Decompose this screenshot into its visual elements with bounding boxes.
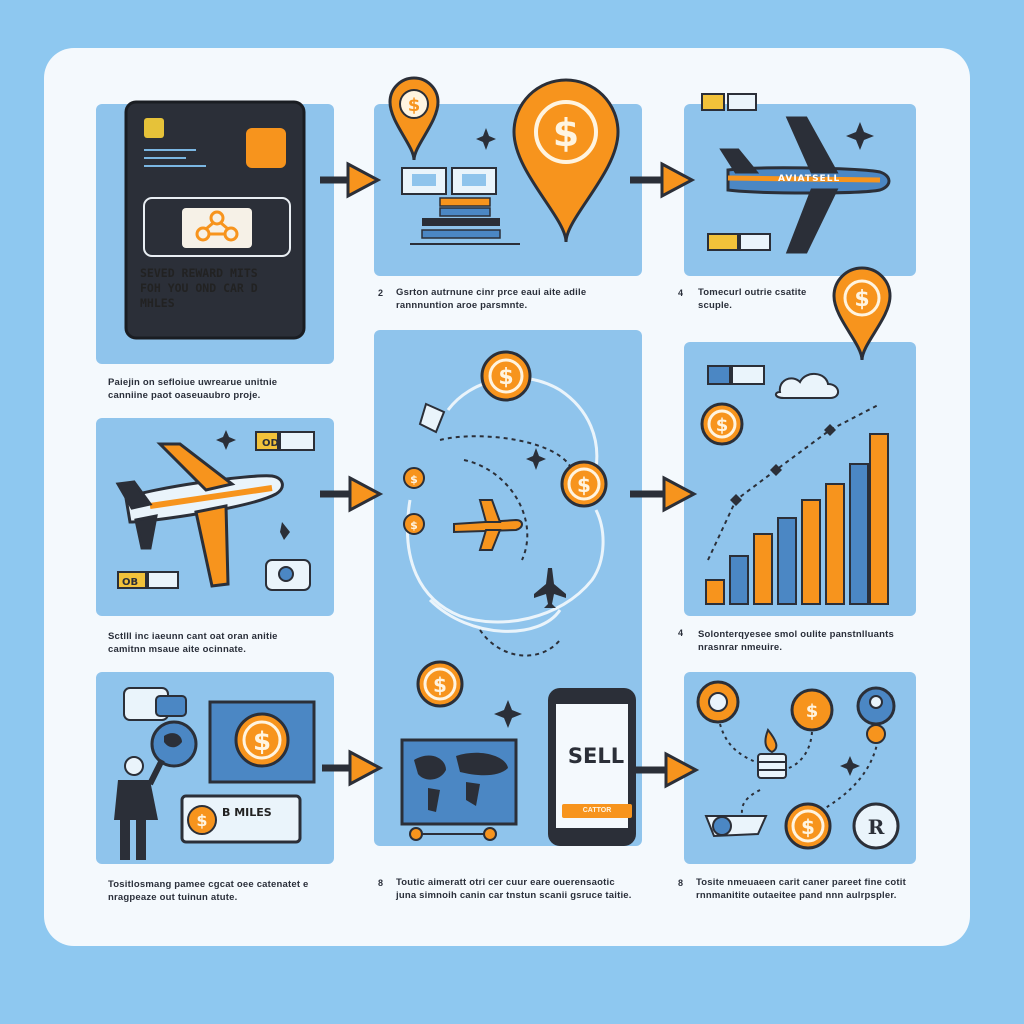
location-pin-icon <box>856 686 896 744</box>
sparkle-icon <box>494 700 522 728</box>
svg-text:$: $ <box>410 519 418 532</box>
dollar-coin-icon: $ <box>784 802 832 850</box>
caption-step-1: Paiejin on sefloiue uwrearue unitnie can… <box>108 377 278 401</box>
svg-text:$: $ <box>253 727 271 757</box>
svg-text:$: $ <box>553 111 579 155</box>
caption-step-5: Solonterqyesee smol oulite panstnlluants… <box>698 629 894 653</box>
location-pin-icon: $ <box>832 266 892 361</box>
svg-text:$: $ <box>498 365 513 390</box>
step-number-5: 4 <box>678 628 684 638</box>
svg-text:$: $ <box>806 701 819 722</box>
tag-od-text: OD <box>262 438 279 449</box>
plane-livery-text: AVIATSELL <box>778 174 841 184</box>
caption-step-8: Tosite nmeuaeen carit caner pareet fine … <box>696 877 906 901</box>
sell-confirm-button[interactable]: CATTOR <box>562 804 632 818</box>
step-number-3: 4 <box>678 288 684 298</box>
caption-step-6: Tositlosmang pamee cgcat oee catenatet e… <box>108 879 309 903</box>
airplane-icon <box>534 568 566 608</box>
sell-label: SELL <box>567 744 625 768</box>
airplane-icon <box>719 116 891 254</box>
dollar-coin-icon: $ <box>480 350 532 402</box>
step-number-2: 2 <box>378 288 384 298</box>
svg-text:R: R <box>868 815 885 839</box>
airplane-icon <box>453 499 523 551</box>
step-number-7: 8 <box>378 878 384 888</box>
dollar-coin-icon: $ <box>700 402 744 446</box>
svg-text:$: $ <box>854 287 869 312</box>
svg-text:$: $ <box>196 811 207 830</box>
dollar-coin-icon: $ <box>187 805 217 835</box>
svg-text:$: $ <box>408 95 421 116</box>
svg-text:$: $ <box>716 415 729 436</box>
svg-text:$: $ <box>410 473 418 486</box>
caption-step-4: Sctlll inc iaeunn cant oat oran anitie c… <box>108 631 278 655</box>
location-pin-icon <box>696 680 740 724</box>
location-pin-icon: $ <box>388 76 440 161</box>
dollar-coin-icon: $ <box>403 467 425 489</box>
arrow-right-icon <box>630 475 698 513</box>
arrow-right-icon <box>322 749 384 787</box>
svg-text:$: $ <box>801 815 815 839</box>
airplane-icon <box>115 442 284 588</box>
dollar-coin-icon: $ <box>416 660 464 708</box>
sparkle-icon <box>846 122 874 150</box>
caption-step-3: Tomecurl outrie csatite scuple. <box>698 287 807 311</box>
miles-tag-label: B MILES <box>222 806 272 819</box>
tag-ob-text: OB <box>122 577 138 588</box>
sparkle-icon <box>840 756 860 776</box>
arrow-right-icon <box>630 161 696 199</box>
dollar-coin-icon: $ <box>234 712 290 768</box>
arrow-right-icon <box>636 751 700 789</box>
sparkle-icon <box>216 430 236 450</box>
svg-text:$: $ <box>577 473 591 497</box>
caption-step-7: Toutic aimeratt otri cer cuur eare ouere… <box>396 877 632 901</box>
dollar-coin-icon: $ <box>560 460 608 508</box>
card-reward-text: SEVED REWARD MITS FOH YOU OND CAR D MHLE… <box>140 266 258 310</box>
dollar-coin-icon: $ <box>403 513 425 535</box>
dollar-coin-icon: $ <box>790 688 834 732</box>
sparkle-icon <box>526 448 546 470</box>
svg-text:$: $ <box>433 673 447 697</box>
sparkle-icon <box>476 128 496 150</box>
arrow-right-icon <box>320 161 382 199</box>
location-pin-icon: $ <box>512 78 620 243</box>
caption-step-2: Gsrton autrnune cinr prce eaui aite adil… <box>396 287 587 311</box>
arrow-right-icon <box>320 475 384 513</box>
step-number-8: 8 <box>678 878 684 888</box>
